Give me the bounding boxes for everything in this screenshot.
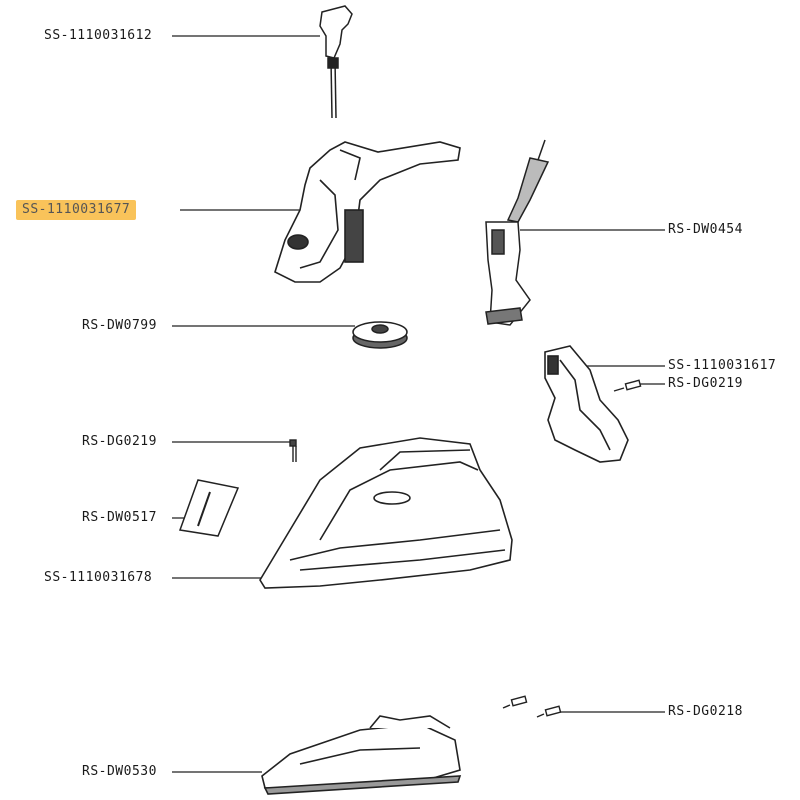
label-screw-left[interactable]: RS-DG0219 [82, 434, 157, 449]
label-cord[interactable]: RS-DW0454 [668, 222, 743, 237]
trigger-part [319, 5, 353, 119]
body-part [259, 437, 513, 589]
label-soleplate[interactable]: RS-DW0530 [82, 764, 157, 779]
screw-right [613, 379, 642, 392]
dial-part [352, 321, 408, 349]
screw-left [289, 439, 297, 462]
label-upper-trigger[interactable]: SS-1110031612 [44, 28, 153, 43]
label-body[interactable]: SS-1110031678 [44, 570, 153, 585]
rear-cover-part [544, 345, 629, 463]
label-handle-highlighted[interactable]: SS-1110031677 [16, 200, 137, 220]
cord-part [485, 139, 550, 326]
handle-part [274, 141, 461, 283]
screw-bottom [502, 695, 562, 718]
label-rear-cover[interactable]: SS-1110031617 [668, 358, 777, 373]
label-screw-bottom[interactable]: RS-DG0218 [668, 704, 743, 719]
label-dial[interactable]: RS-DW0799 [82, 318, 157, 333]
label-screw-right[interactable]: RS-DG0219 [668, 376, 743, 391]
label-filter[interactable]: RS-DW0517 [82, 510, 157, 525]
filter-part [178, 479, 240, 537]
soleplate-part [261, 715, 462, 795]
